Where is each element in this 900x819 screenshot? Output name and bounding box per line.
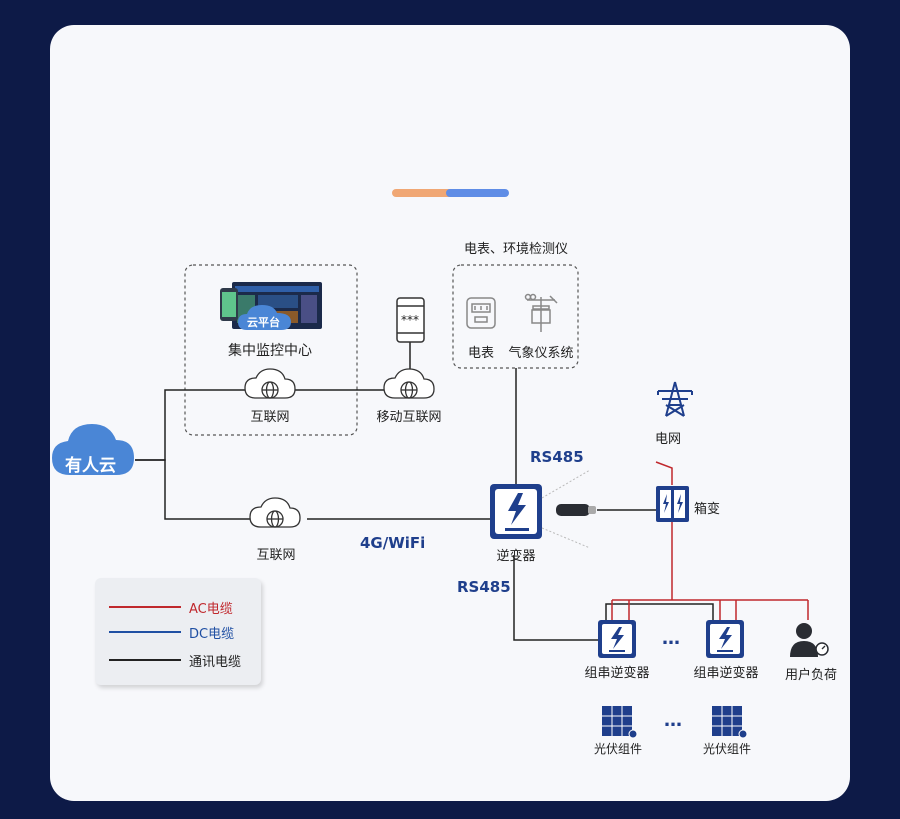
electric-meter-icon [466,297,496,329]
weather-station-label: 气象仪系统 [508,346,574,361]
transformer-icon [656,486,689,522]
string-inverter-1-icon [598,620,636,658]
power-tower-icon [657,381,693,417]
ellipsis-inverters: … [662,628,680,649]
mobile-internet-label: 移动互联网 [376,410,442,425]
cloud-name: 有人云 [65,456,116,476]
monitor-center-label: 集中监控中心 [228,343,312,359]
string-inverter-2-icon [706,620,744,658]
smartphone-icon [396,297,425,343]
internet-bottom-icon [249,497,301,528]
monitor-group-box [184,264,358,436]
internet-bottom-label: 互联网 [256,548,296,563]
pv-module-2-label: 光伏组件 [702,742,752,756]
comm-line-cloud-bottom [135,459,250,520]
user-load-label: 用户负荷 [784,668,838,683]
pv-module-1-label: 光伏组件 [593,742,643,756]
pv-module-1-icon [602,706,638,739]
legend-label-comm: 通讯电缆 [189,655,242,670]
legend-label-dc: DC电缆 [189,627,235,642]
legend-swatch-comm [109,659,181,661]
link-label: 4G/WiFi [360,534,426,552]
cable-legend: AC电缆 DC电缆 通讯电缆 [95,578,261,685]
decor-bar-blue [446,189,509,197]
legend-item-dc: DC电缆 [109,623,259,642]
internet-top-label: 互联网 [250,410,290,425]
grid-label: 电网 [654,432,682,447]
inverter-label: 逆变器 [496,549,536,564]
comm-line-string-bus [605,603,714,620]
decor-bar-orange [392,189,454,197]
cloud-platform-badge-label: 云平台 [247,316,280,329]
transformer-label: 箱变 [694,502,721,517]
meters-title: 电表、环境检测仪 [463,242,569,257]
cloud-icon [52,424,134,475]
wireless-dongle-icon [541,469,596,549]
pv-module-2-icon [712,706,748,739]
phone-screen-text: *** [401,313,419,327]
mobile-app-icon [220,288,238,321]
cloud-platform-badge [238,305,291,330]
internet-top-icon [244,368,296,399]
user-load-icon [790,623,829,657]
comm-line-inverter-string [513,555,598,641]
ac-line-grid-switch [655,461,673,485]
meter-label: 电表 [467,346,495,361]
mobile-internet-icon [383,368,435,399]
meters-group-box [452,264,579,369]
rs485-left-label: RS485 [457,578,511,596]
legend-swatch-dc [109,631,181,633]
ellipsis-pv: … [664,710,682,731]
legend-label-ac: AC电缆 [189,602,233,617]
inverter-icon [490,484,542,539]
string-inverter-1-label: 组串逆变器 [584,666,650,681]
legend-item-comm: 通讯电缆 [109,651,259,670]
legend-item-ac: AC电缆 [109,598,259,617]
legend-swatch-ac [109,606,181,608]
string-inverter-2-label: 组串逆变器 [693,666,759,681]
weather-station-icon [524,293,558,332]
rs485-top-label: RS485 [530,448,584,466]
comm-line-cloud-top [135,389,250,461]
